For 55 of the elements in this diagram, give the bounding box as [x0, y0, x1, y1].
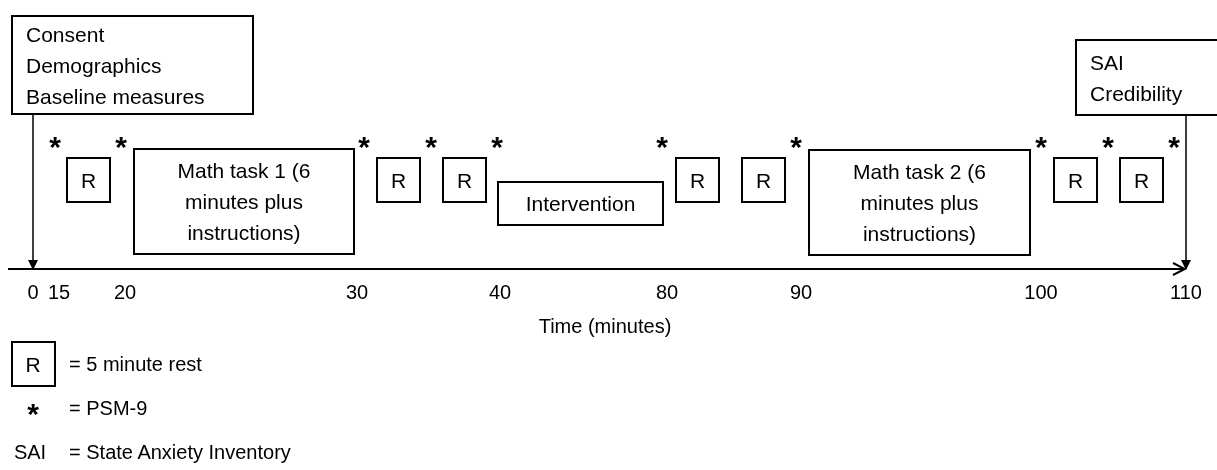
tick-label: 20	[113, 280, 137, 304]
tick-label: 30	[345, 280, 369, 304]
tick-label: 40	[488, 280, 512, 304]
legend-text: = 5 minute rest	[69, 352, 202, 376]
box-text: R	[80, 167, 97, 194]
axis-title: Time (minutes)	[538, 314, 672, 338]
box-text: R	[1067, 167, 1084, 194]
task-box	[497, 181, 664, 226]
box-text: R	[1133, 167, 1150, 194]
arrow	[1181, 115, 1191, 270]
asterisk-mark: *	[656, 132, 668, 162]
tick-label: 15	[47, 280, 71, 304]
box-text: Consent	[26, 21, 105, 48]
box-text: R	[456, 167, 473, 194]
asterisk-mark: *	[790, 132, 802, 162]
box-text: Baseline measures	[26, 83, 205, 110]
legend-rest-box: R	[10, 341, 56, 387]
box-text: Intervention	[525, 191, 636, 217]
arrow	[28, 114, 38, 270]
tick-label: 80	[655, 280, 679, 304]
box-text: Math task 2 (6 minutes plus instructions)	[851, 159, 988, 247]
asterisk-mark: *	[115, 132, 127, 162]
tick-label: 100	[1024, 280, 1058, 304]
box-text: SAI	[1090, 49, 1124, 76]
task-box	[133, 148, 355, 255]
asterisk-mark: *	[358, 132, 370, 162]
legend-text: = State Anxiety Inventory	[69, 440, 291, 464]
asterisk-mark: *	[491, 132, 503, 162]
asterisk-mark: *	[1102, 132, 1114, 162]
box-text: Credibility	[1090, 80, 1183, 107]
box-text: R	[689, 167, 706, 194]
legend-key: SAI	[13, 440, 47, 464]
box-text: 110	[1170, 279, 1202, 305]
rest-box	[376, 157, 421, 203]
asterisk-mark: *	[425, 132, 437, 162]
timeline-event-box	[11, 15, 254, 115]
tick-label: 90	[789, 280, 813, 304]
box-text: Demographics	[26, 52, 162, 79]
asterisk-mark: *	[1168, 132, 1180, 162]
box-text: Math task 1 (6 minutes plus instructions)	[176, 158, 312, 246]
rest-box	[1053, 157, 1098, 203]
task-box	[808, 149, 1031, 256]
rest-box	[1119, 157, 1164, 203]
box-text: 0	[27, 279, 39, 305]
box-text: R	[390, 167, 407, 194]
box-text: R	[755, 167, 772, 194]
asterisk-mark: *	[27, 399, 39, 429]
timeline-event-box	[1075, 39, 1217, 116]
rest-box	[442, 157, 487, 203]
asterisk-mark: *	[49, 132, 61, 162]
rest-box	[741, 157, 786, 203]
rest-box	[675, 157, 720, 203]
asterisk-mark: *	[1035, 132, 1047, 162]
rest-box	[66, 157, 111, 203]
legend-text: = PSM-9	[69, 396, 148, 420]
